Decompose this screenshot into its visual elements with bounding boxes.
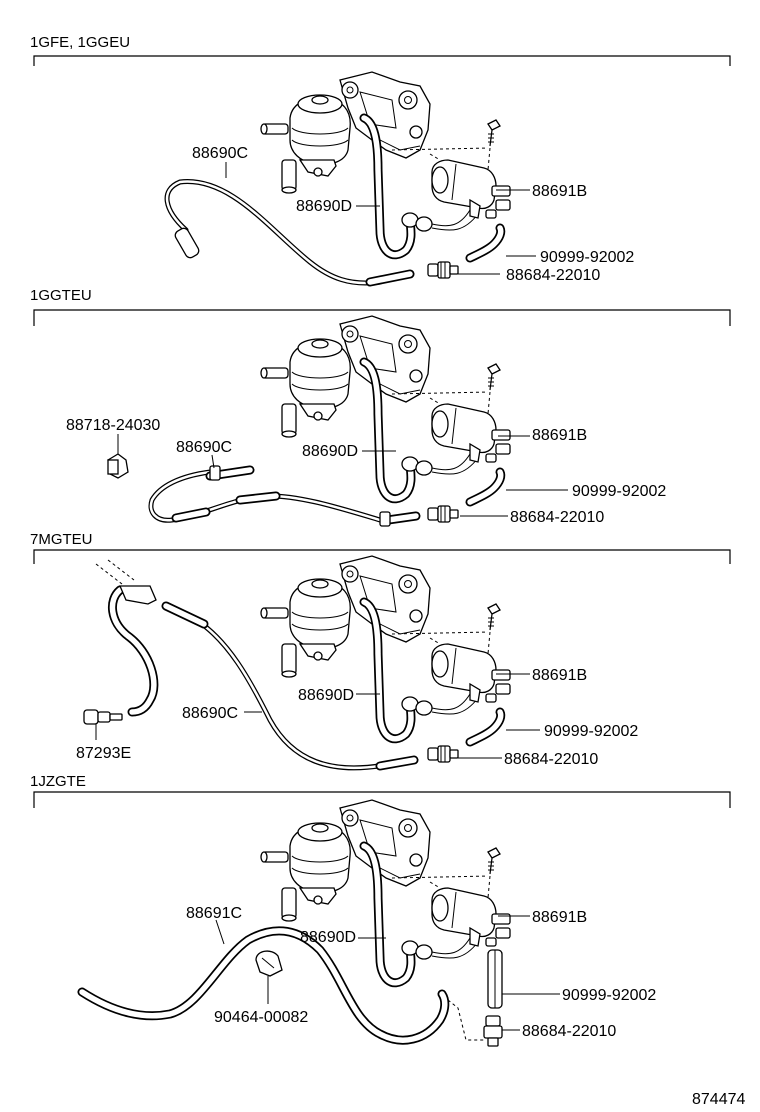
- section-3-header: 7MGTEU: [30, 531, 93, 548]
- section-4-header: 1JZGTE: [30, 773, 86, 790]
- label-88690d: 88690D: [298, 687, 354, 704]
- label-88690d: 88690D: [300, 929, 356, 946]
- label-87293e: 87293E: [76, 745, 131, 762]
- label-88718-24030: 88718-24030: [66, 417, 160, 434]
- hose-fitting: [427, 261, 459, 279]
- section-2: 1GGTEU 88718-24030 8: [30, 287, 731, 527]
- label-90464-00082: 90464-00082: [214, 1009, 308, 1026]
- label-88690c: 88690C: [192, 145, 248, 162]
- label-88690c: 88690C: [182, 705, 238, 722]
- label-90999-92002: 90999-92002: [572, 483, 666, 500]
- section-1-header: 1GFE, 1GGEU: [30, 34, 130, 51]
- label-88684-22010: 88684-22010: [510, 509, 604, 526]
- hose-fitting: [427, 745, 459, 763]
- section-4-bracket: [33, 791, 731, 808]
- label-88691b: 88691B: [532, 909, 587, 926]
- vsv-canister-assembly: [261, 800, 510, 983]
- clamp-90464-00082: [255, 950, 283, 1004]
- label-88684-22010: 88684-22010: [522, 1023, 616, 1040]
- label-88684-22010: 88684-22010: [504, 751, 598, 768]
- vacuum-hose: [470, 472, 501, 502]
- vsv-canister-assembly: [261, 72, 510, 255]
- label-88690c: 88690C: [176, 439, 232, 456]
- vacuum-hose: [487, 949, 503, 1009]
- vacuum-hose: [470, 712, 501, 742]
- hose-87293e: [108, 585, 159, 717]
- hose-88690c: [164, 179, 383, 286]
- section-3: 7MGTEU 87293E: [30, 531, 731, 771]
- vacuum-hose: [470, 228, 501, 258]
- label-90999-92002: 90999-92002: [562, 987, 656, 1004]
- clip-88718-24030: [107, 434, 129, 479]
- hose-fitting: [427, 505, 459, 523]
- label-88691c: 88691C: [186, 905, 242, 922]
- vsv-canister-assembly: [261, 556, 510, 739]
- hose-fitting: [483, 1015, 503, 1047]
- section-1: 1GFE, 1GGEU 88690C 88690D 88691B 90999-9…: [30, 34, 731, 287]
- label-88691b: 88691B: [532, 667, 587, 684]
- label-88684-22010: 88684-22010: [506, 267, 600, 284]
- section-3-bracket: [33, 549, 731, 564]
- label-88690d: 88690D: [302, 443, 358, 460]
- label-88691b: 88691B: [532, 183, 587, 200]
- fitting-87293e: [83, 709, 123, 740]
- label-90999-92002: 90999-92002: [544, 723, 638, 740]
- figure-number: 874474: [692, 1091, 745, 1108]
- section-1-bracket: [33, 55, 731, 66]
- section-2-bracket: [33, 309, 731, 326]
- section-2-header: 1GGTEU: [30, 287, 92, 304]
- label-90999-92002: 90999-92002: [540, 249, 634, 266]
- section-4: 1JZGTE 88691C: [30, 773, 731, 1047]
- label-88691b: 88691B: [532, 427, 587, 444]
- label-88690d: 88690D: [296, 198, 352, 215]
- vsv-canister-assembly: [261, 316, 510, 499]
